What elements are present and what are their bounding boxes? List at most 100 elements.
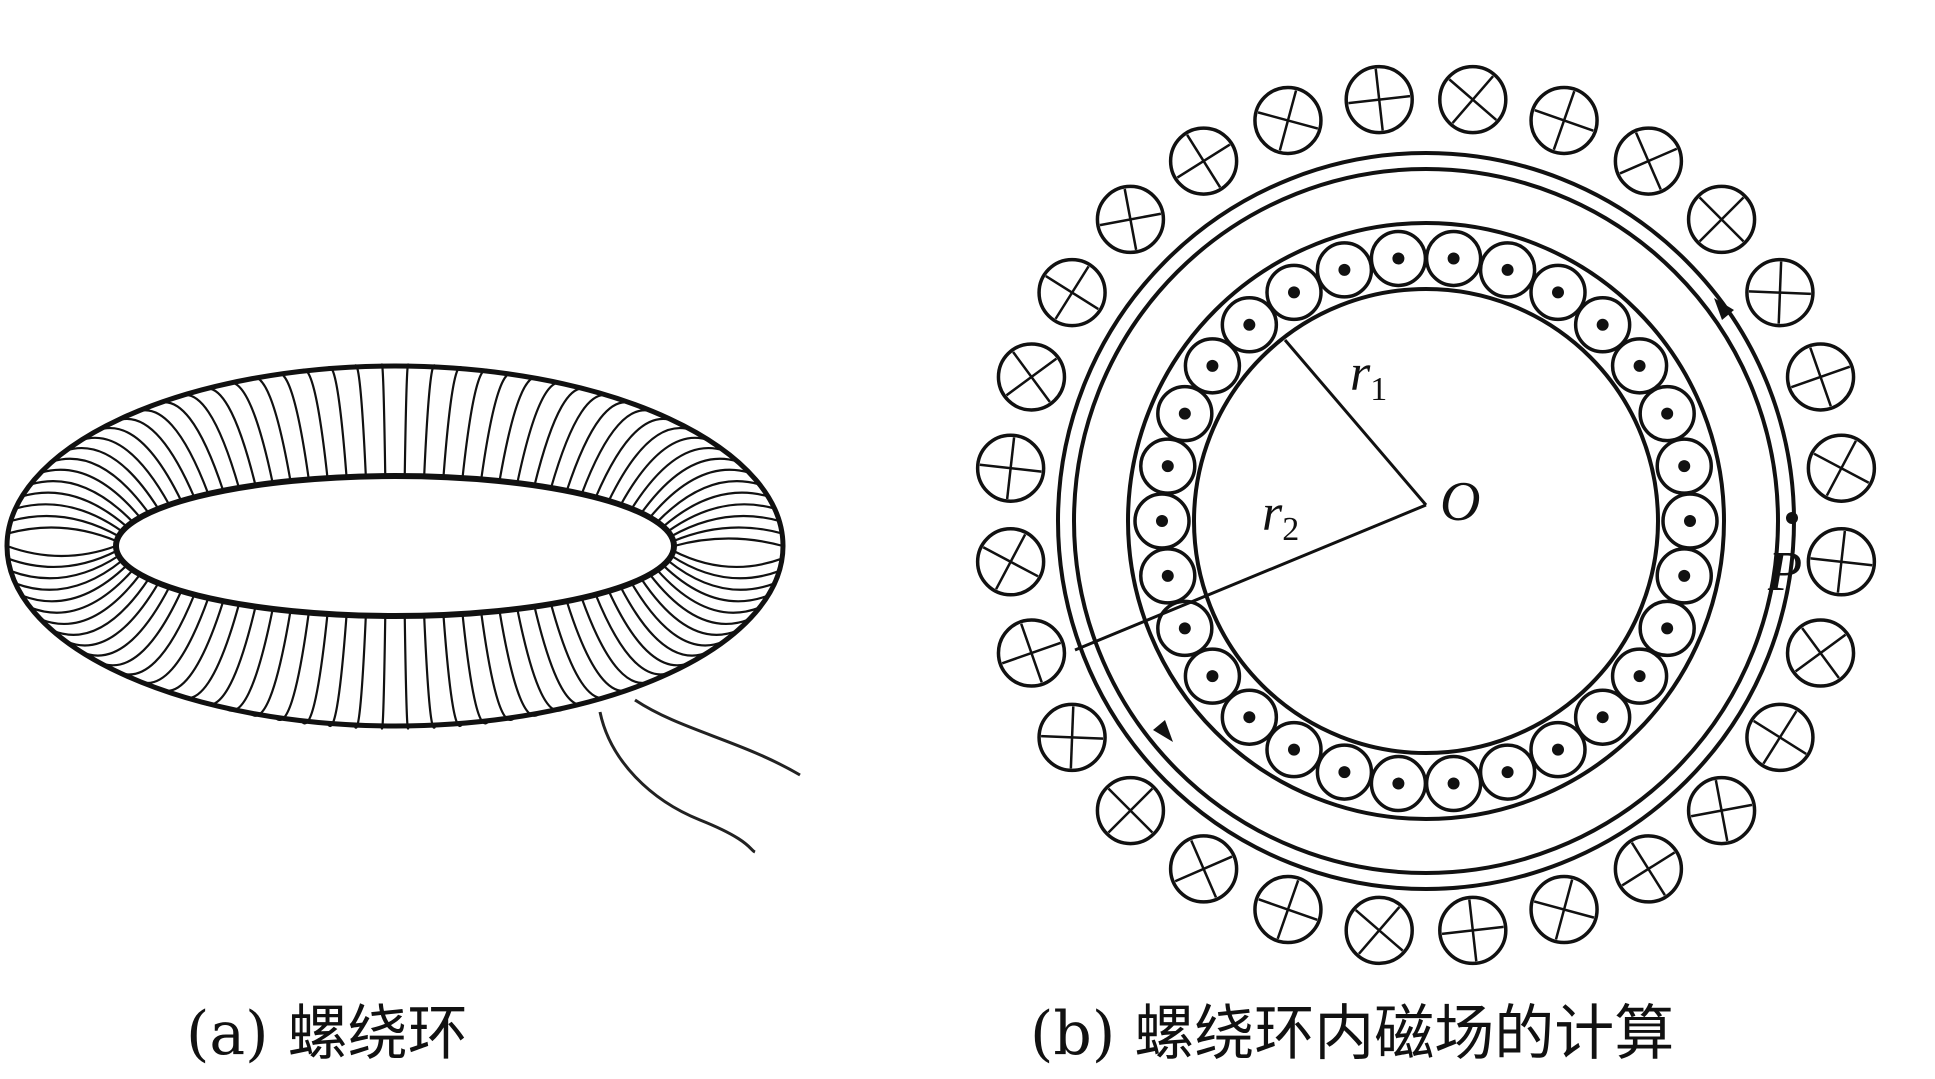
winding-turn bbox=[353, 615, 367, 729]
winding-turn bbox=[10, 514, 120, 538]
winding-turn bbox=[673, 537, 784, 548]
winding-turn bbox=[619, 436, 710, 506]
wire-out-of-page bbox=[1573, 296, 1632, 354]
point-p-marker bbox=[1786, 512, 1798, 524]
radius-r1-line bbox=[1283, 339, 1428, 506]
winding-turn bbox=[15, 559, 123, 591]
torus-windings bbox=[6, 363, 784, 730]
toroid-cross-section: O r1 r2 P bbox=[975, 64, 1877, 966]
wire-out-of-page bbox=[1573, 688, 1632, 746]
winding-turn bbox=[224, 608, 274, 712]
winding-turn bbox=[380, 615, 387, 730]
winding-turn bbox=[115, 594, 196, 676]
winding-turn bbox=[177, 603, 241, 700]
winding-turn bbox=[97, 426, 183, 502]
winding-turn bbox=[7, 549, 118, 568]
wire-out-of-page bbox=[1369, 229, 1428, 288]
wire-into-page bbox=[1745, 702, 1815, 773]
winding-turn bbox=[248, 610, 292, 717]
wire-into-page bbox=[1529, 874, 1599, 945]
label-r2: r2 bbox=[1262, 485, 1299, 548]
winding-turn bbox=[423, 615, 437, 729]
winding-turn bbox=[21, 491, 128, 528]
winding-turn bbox=[607, 590, 693, 667]
winding-turn bbox=[461, 368, 490, 479]
winding-turn bbox=[326, 366, 348, 478]
wire-out-of-page bbox=[1638, 384, 1696, 443]
winding-turn bbox=[670, 554, 780, 580]
winding-turn bbox=[662, 564, 769, 603]
wire-into-page bbox=[1806, 527, 1877, 597]
wire-into-page bbox=[1785, 618, 1856, 688]
winding-turn bbox=[40, 573, 141, 626]
wire-out-of-page bbox=[1265, 720, 1323, 779]
winding-turn bbox=[480, 612, 516, 721]
winding-turn bbox=[274, 372, 310, 480]
winding-turn bbox=[516, 381, 566, 484]
winding-turn bbox=[640, 578, 739, 636]
winding-turn bbox=[649, 468, 750, 519]
wire-into-page bbox=[1613, 834, 1684, 904]
winding-turn bbox=[594, 417, 675, 498]
winding-turn bbox=[423, 364, 437, 477]
wire-into-page bbox=[975, 433, 1046, 503]
wire-out-of-page bbox=[1424, 754, 1483, 813]
winding-turn bbox=[640, 457, 738, 514]
wire-into-page bbox=[1168, 834, 1239, 904]
winding-turn bbox=[594, 594, 675, 676]
winding-turn bbox=[498, 610, 542, 717]
winding-turn bbox=[656, 569, 761, 614]
wire-into-page bbox=[1438, 64, 1508, 135]
wire-out-of-page bbox=[1424, 229, 1483, 288]
toroid-coil bbox=[4, 363, 801, 854]
winding-turn bbox=[30, 480, 134, 523]
winding-turn bbox=[29, 569, 134, 614]
winding-turn bbox=[403, 363, 410, 477]
winding-turn bbox=[65, 582, 160, 647]
outer-core-boundary bbox=[1126, 221, 1726, 821]
winding-turn bbox=[565, 401, 635, 492]
wire-into-page bbox=[1168, 126, 1239, 196]
wire-into-page bbox=[1253, 874, 1323, 945]
wire-out-of-page bbox=[1265, 263, 1323, 322]
wire-out-of-page bbox=[1655, 437, 1713, 495]
wire-out-of-page bbox=[1478, 241, 1537, 299]
wire-out-of-page bbox=[1220, 296, 1279, 354]
winding-turn bbox=[65, 446, 160, 510]
wire-into-page bbox=[1037, 257, 1107, 328]
winding-turn bbox=[461, 613, 490, 725]
lead-wire-2 bbox=[634, 698, 801, 777]
winding-turn bbox=[40, 468, 141, 519]
winding-turn bbox=[80, 436, 171, 506]
winding-turn bbox=[672, 526, 783, 543]
wire-out-of-page bbox=[1315, 743, 1374, 801]
wire-out-of-page bbox=[1661, 492, 1719, 550]
lead-wire-1 bbox=[598, 711, 756, 854]
label-r1: r1 bbox=[1350, 345, 1387, 408]
winding-turn bbox=[630, 582, 725, 647]
wire-into-page bbox=[1686, 775, 1757, 846]
winding-turn bbox=[533, 606, 590, 706]
radius-r2-line bbox=[1074, 503, 1427, 652]
winding-turn bbox=[403, 615, 410, 730]
wire-out-of-page bbox=[1610, 337, 1669, 395]
winding-turn bbox=[7, 526, 118, 543]
wire-into-page bbox=[1253, 85, 1323, 156]
wire-into-page bbox=[1344, 895, 1414, 966]
winding-turn bbox=[670, 514, 780, 538]
winding-turn bbox=[249, 376, 292, 482]
winding-turn bbox=[326, 614, 348, 727]
wire-into-page bbox=[975, 527, 1046, 597]
winding-turn bbox=[442, 366, 464, 478]
arrow-upper-right bbox=[1714, 298, 1734, 320]
wire-into-page bbox=[1438, 895, 1508, 966]
wire-out-of-page bbox=[1139, 437, 1197, 495]
torus-inner-hole bbox=[113, 473, 677, 619]
winding-turn bbox=[115, 417, 196, 498]
wire-into-page bbox=[1344, 64, 1414, 135]
wire-out-of-page bbox=[1220, 688, 1279, 746]
winding-turn bbox=[630, 446, 725, 510]
winding-turn bbox=[607, 426, 693, 502]
winding-turn bbox=[224, 381, 274, 484]
